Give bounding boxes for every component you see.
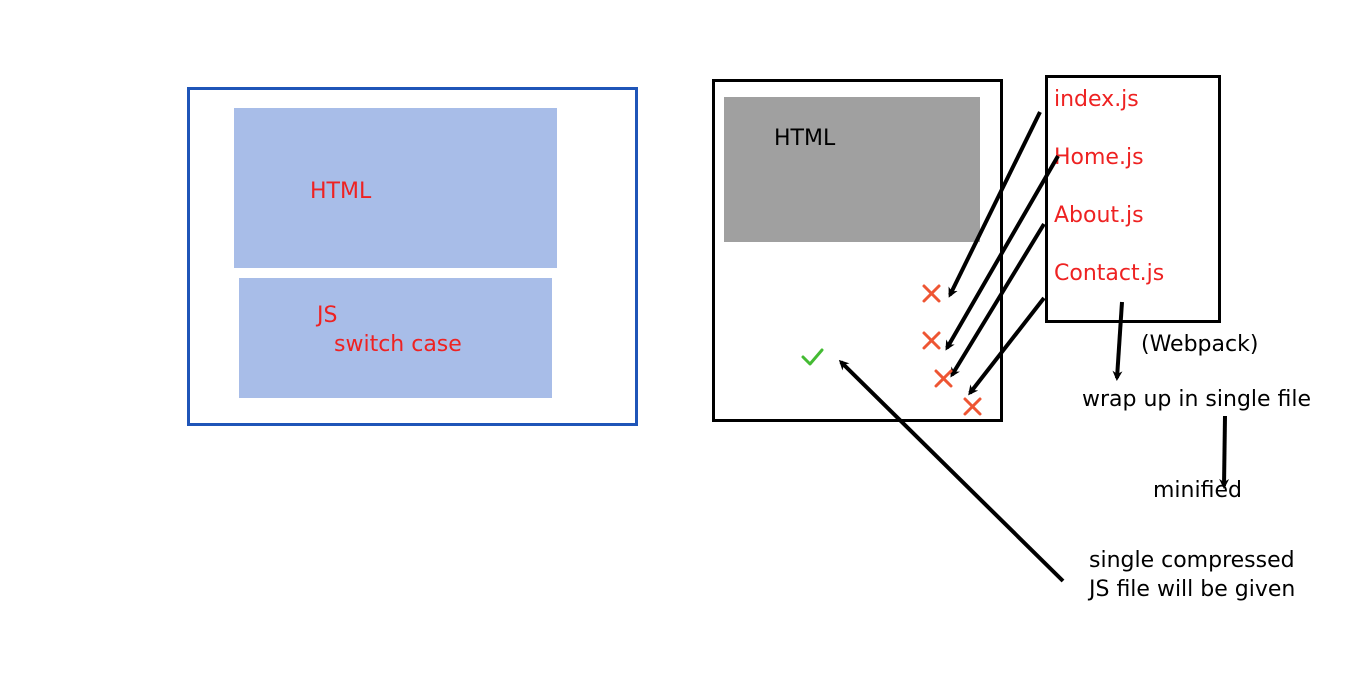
result-line-2: JS file will be given <box>1089 577 1296 602</box>
page-html-label: HTML <box>774 126 836 151</box>
result-arrow <box>838 359 1065 583</box>
file-contact-js: Contact.js <box>1054 261 1165 286</box>
minify-arrow <box>1219 415 1230 489</box>
x-mark-icon <box>922 284 941 303</box>
wrap-single-file-label: wrap up in single file <box>1082 387 1312 412</box>
page-html-block <box>724 97 980 242</box>
webpack-arrow <box>1112 301 1124 381</box>
html-block-label: HTML <box>310 179 372 204</box>
x-mark-icon <box>934 369 953 388</box>
x-mark-icon <box>922 331 941 350</box>
home-js-arrow <box>945 154 1060 351</box>
contact-js-arrow <box>968 296 1046 396</box>
check-mark-icon <box>801 348 824 366</box>
file-home-js: Home.js <box>1054 145 1144 170</box>
index-js-arrow <box>948 111 1042 298</box>
webpack-label: (Webpack) <box>1141 332 1259 357</box>
file-about-js: About.js <box>1054 203 1144 228</box>
spa-page-frame <box>187 87 638 426</box>
switch-case-label: switch case <box>334 332 462 357</box>
js-files-box <box>1045 75 1221 323</box>
file-index-js: index.js <box>1054 87 1139 112</box>
result-line-1: single compressed <box>1089 548 1295 573</box>
html-block <box>234 108 557 268</box>
x-mark-icon <box>963 397 982 416</box>
about-js-arrow <box>950 222 1046 378</box>
js-block <box>239 278 552 398</box>
js-block-label: JS <box>317 303 338 328</box>
